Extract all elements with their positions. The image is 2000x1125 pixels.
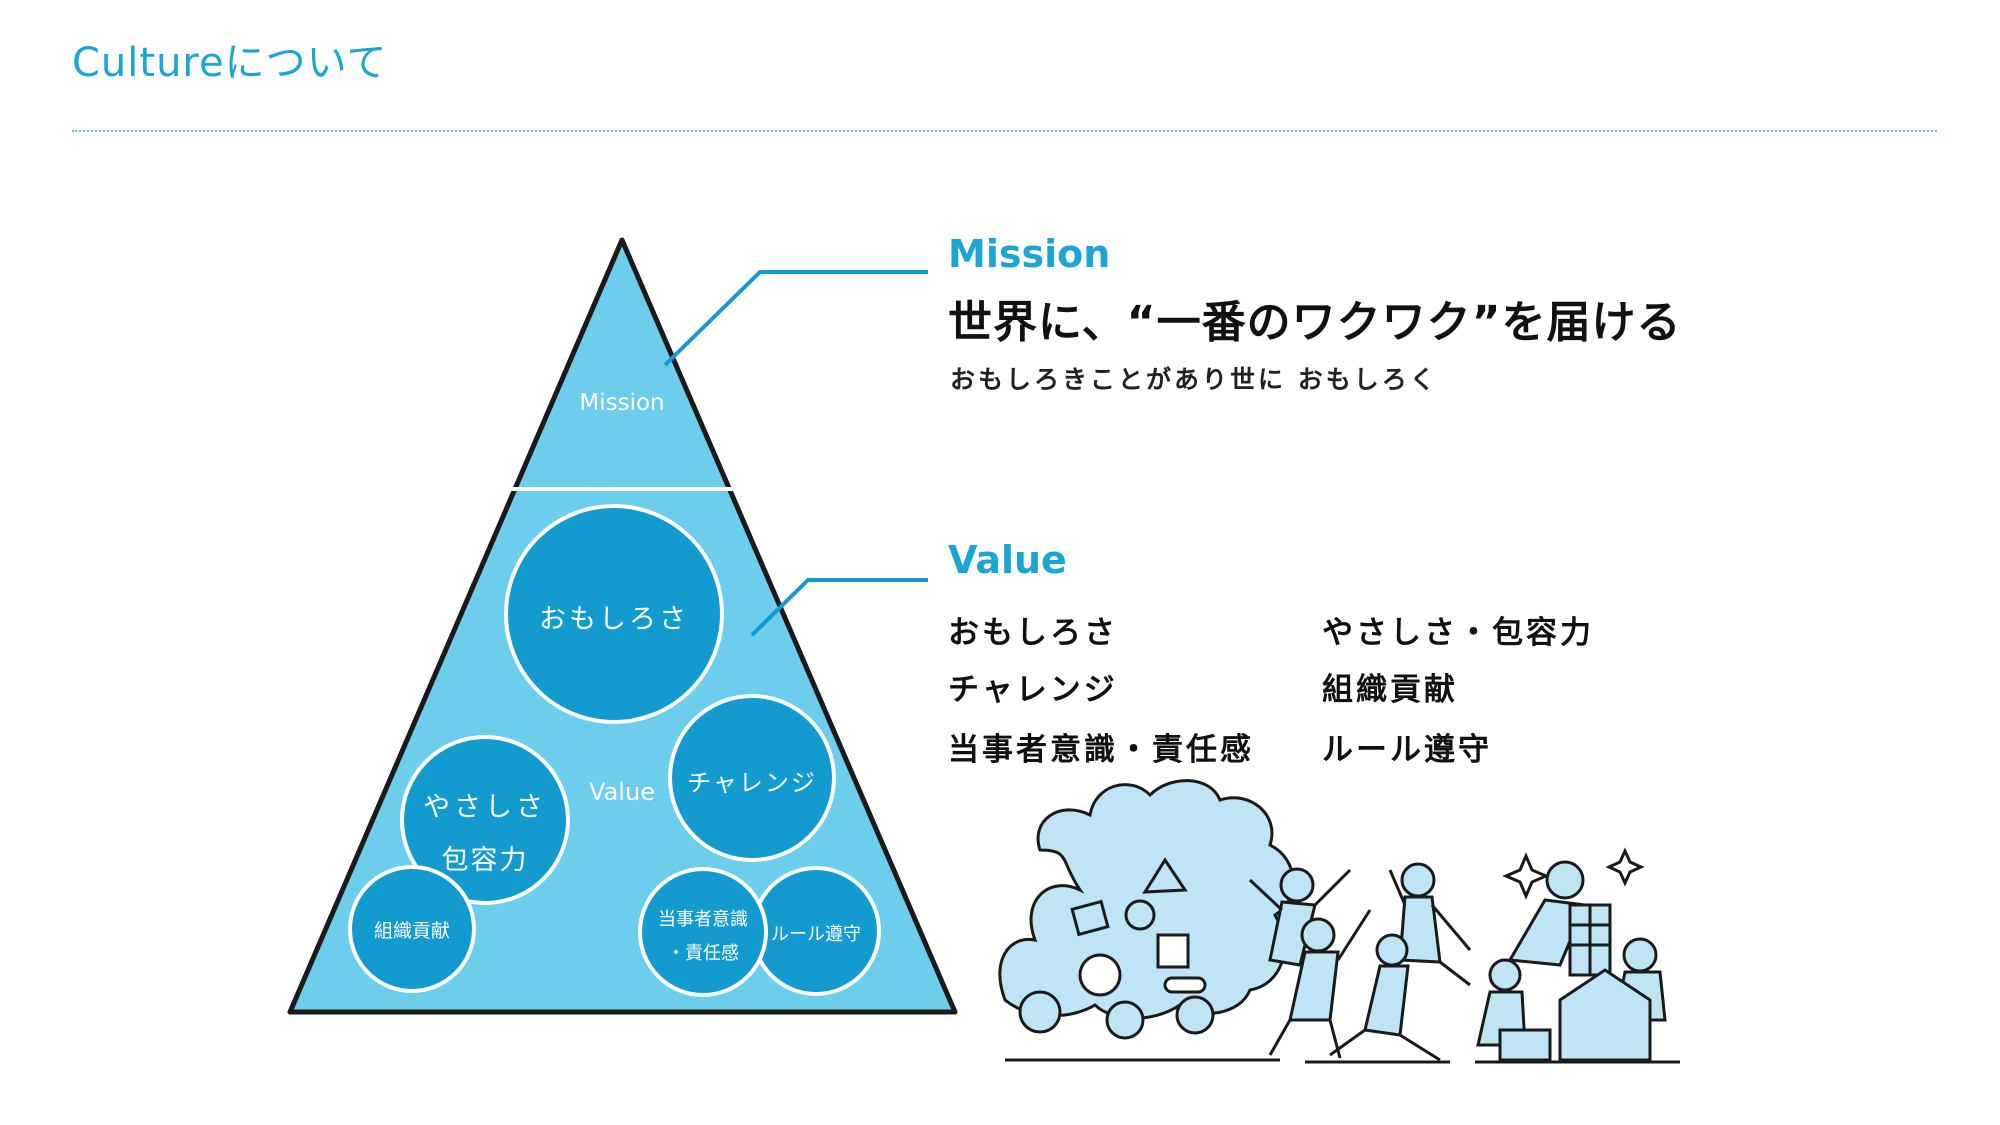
value-item-omoshirosa: おもしろさ <box>948 607 1118 652</box>
illustration-building-people <box>1475 851 1680 1062</box>
value-item-rule: ルール遵守 <box>1322 724 1492 769</box>
illustration-ideas <box>1000 781 1293 1060</box>
circle-challenge-label: チャレンジ <box>670 763 834 798</box>
value-item-toujisha: 当事者意識・責任感 <box>948 724 1254 769</box>
circle-toujisha-label-2: ・責任感 <box>640 939 766 965</box>
pyramid-value-label: Value <box>572 778 672 806</box>
value-item-challenge: チャレンジ <box>948 664 1118 709</box>
circle-toujisha <box>640 869 766 995</box>
value-item-yasashisa: やさしさ・包容力 <box>1322 607 1594 652</box>
illustration-jumping-people <box>1250 864 1470 1062</box>
circle-toujisha-label-1: 当事者意識 <box>640 905 766 931</box>
mission-connector-line <box>665 272 928 365</box>
mission-statement: 世界に、“一番のワクワク”を届ける <box>948 286 1682 350</box>
circle-rule-label: ルール遵守 <box>753 920 879 946</box>
pyramid-mission-label: Mission <box>572 390 672 416</box>
mission-subtitle: おもしろきことがあり世に おもしろく <box>950 360 1438 396</box>
circle-yasashisa-label-1: やさしさ <box>402 785 568 824</box>
value-item-soshiki: 組織貢献 <box>1322 664 1458 709</box>
circle-soshiki-label: 組織貢献 <box>350 916 474 943</box>
mission-heading: Mission <box>948 232 1110 276</box>
circle-omoshirosa-label: おもしろさ <box>514 597 714 636</box>
circle-yasashisa-label-2: 包容力 <box>402 838 568 877</box>
value-heading: Value <box>948 538 1067 582</box>
